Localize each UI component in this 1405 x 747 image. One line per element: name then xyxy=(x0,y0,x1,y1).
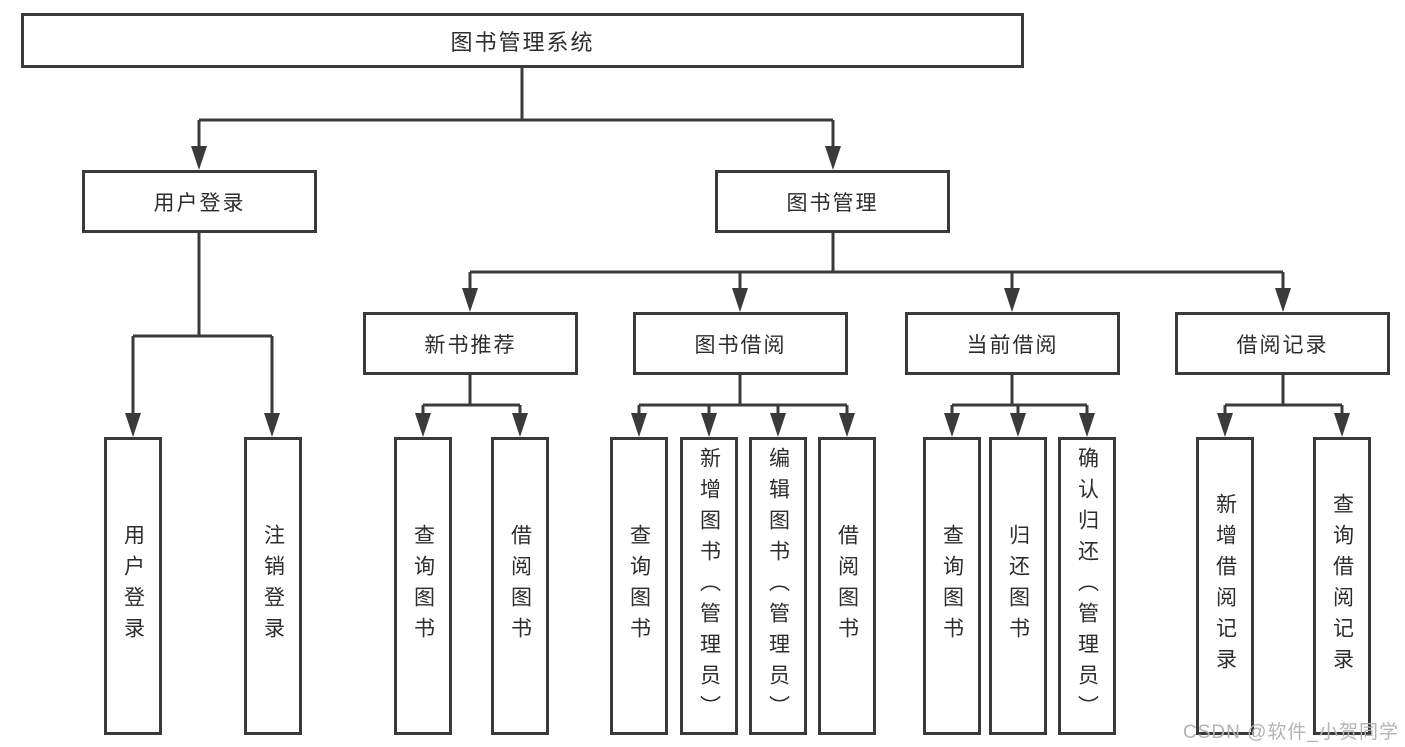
node-book-borrow: 图书借阅 xyxy=(633,312,848,375)
arrow-down-icon xyxy=(701,413,717,437)
arrow-down-icon xyxy=(770,413,786,437)
leaf-add-borrow-record: 新增借阅记录 xyxy=(1196,437,1254,735)
arrow-down-icon xyxy=(1334,413,1350,437)
arrow-down-icon xyxy=(839,413,855,437)
leaf-user-login: 用户登录 xyxy=(104,437,162,735)
arrow-down-icon xyxy=(732,288,748,312)
arrow-down-icon xyxy=(264,413,280,437)
connector-user-login-children xyxy=(125,233,280,437)
arrow-down-icon xyxy=(944,413,960,437)
leaf-confirm-return-admin: 确认归还（管理员） xyxy=(1058,437,1116,735)
leaf-return-books: 归还图书 xyxy=(989,437,1047,735)
arrow-down-icon xyxy=(415,413,431,437)
connector-root-to-level2 xyxy=(191,68,841,170)
arrow-down-icon xyxy=(1079,413,1095,437)
leaf-recommend-borrow-books: 借阅图书 xyxy=(491,437,549,735)
arrow-down-icon xyxy=(1275,288,1291,312)
leaf-edit-books-admin: 编辑图书（管理员） xyxy=(749,437,807,735)
arrow-down-icon xyxy=(631,413,647,437)
leaf-borrow-query-books: 查询图书 xyxy=(610,437,668,735)
connector-borrow-records-children xyxy=(1217,375,1350,437)
node-book-management: 图书管理 xyxy=(715,170,950,233)
connector-new-book-recommend-children xyxy=(415,375,528,437)
node-current-borrow: 当前借阅 xyxy=(905,312,1120,375)
connector-book-management-children xyxy=(462,233,1291,312)
connector-current-borrow-children xyxy=(944,375,1095,437)
csdn-watermark: CSDN @软件_小贺同学 xyxy=(1183,722,1399,743)
arrow-down-icon xyxy=(1217,413,1233,437)
leaf-logout: 注销登录 xyxy=(244,437,302,735)
arrow-down-icon xyxy=(462,288,478,312)
node-new-book-recommend: 新书推荐 xyxy=(363,312,578,375)
arrow-down-icon xyxy=(825,146,841,170)
node-root-system: 图书管理系统 xyxy=(21,13,1024,68)
arrow-down-icon xyxy=(1004,288,1020,312)
connector-book-borrow-children xyxy=(631,375,855,437)
node-user-login: 用户登录 xyxy=(82,170,317,233)
arrow-down-icon xyxy=(191,146,207,170)
leaf-query-borrow-record: 查询借阅记录 xyxy=(1313,437,1371,735)
leaf-recommend-query-books: 查询图书 xyxy=(394,437,452,735)
arrow-down-icon xyxy=(125,413,141,437)
leaf-add-books-admin: 新增图书（管理员） xyxy=(680,437,738,735)
arrow-down-icon xyxy=(1010,413,1026,437)
node-borrow-records: 借阅记录 xyxy=(1175,312,1390,375)
leaf-current-query-books: 查询图书 xyxy=(923,437,981,735)
arrow-down-icon xyxy=(512,413,528,437)
leaf-borrow-books: 借阅图书 xyxy=(818,437,876,735)
